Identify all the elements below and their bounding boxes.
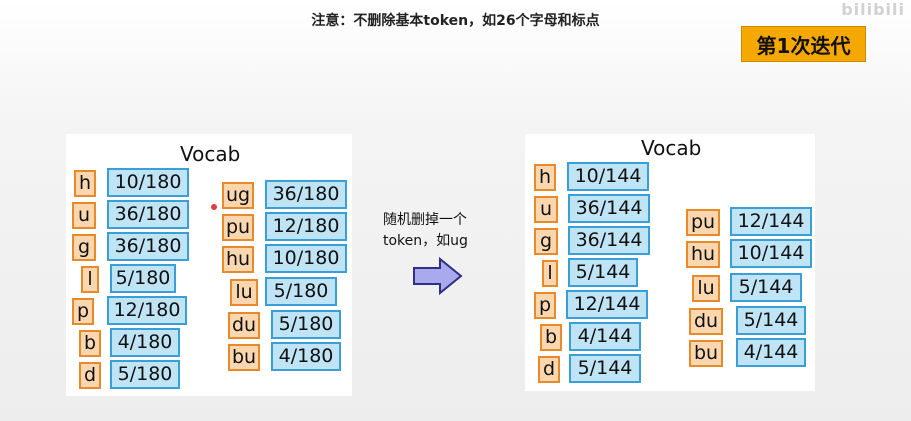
token-count: 12/180 bbox=[265, 212, 347, 241]
token-count: 4/144 bbox=[569, 322, 641, 351]
right-arrow-icon bbox=[413, 256, 463, 296]
token-u: u bbox=[72, 202, 96, 229]
iteration-badge: 第1次迭代 bbox=[741, 26, 866, 62]
token-l: l bbox=[542, 260, 558, 287]
token-lu: lu bbox=[230, 279, 258, 306]
token-count: 5/180 bbox=[110, 360, 180, 389]
note-text: 注意：不删除基本token，如26个字母和标点 bbox=[311, 13, 600, 29]
token-b: b bbox=[540, 324, 562, 351]
action-caption: 随机删掉一个 token，如ug bbox=[383, 210, 468, 252]
token-count: 4/144 bbox=[736, 338, 806, 367]
token-p: p bbox=[72, 298, 94, 325]
token-b: b bbox=[79, 330, 101, 357]
token-count: 36/180 bbox=[107, 200, 189, 229]
token-h: h bbox=[74, 170, 96, 197]
token-count: 5/144 bbox=[568, 258, 638, 287]
token-g: g bbox=[72, 234, 96, 261]
token-u: u bbox=[534, 196, 558, 223]
token-h: h bbox=[534, 164, 556, 191]
token-count: 12/180 bbox=[107, 296, 187, 325]
token-count: 36/180 bbox=[265, 180, 347, 209]
token-lu: lu bbox=[692, 275, 720, 302]
token-pu: pu bbox=[222, 214, 254, 241]
token-count: 12/144 bbox=[730, 207, 812, 236]
token-du: du bbox=[228, 312, 260, 339]
caption-line-1: 随机删掉一个 bbox=[383, 212, 467, 228]
token-hu: hu bbox=[686, 241, 720, 268]
vocab-title: Vocab bbox=[641, 136, 702, 160]
token-count: 10/180 bbox=[265, 244, 347, 273]
vocab-title: Vocab bbox=[180, 142, 241, 166]
token-hu: hu bbox=[222, 246, 254, 273]
caption-line-2: token，如ug bbox=[383, 233, 468, 249]
token-count: 10/144 bbox=[730, 239, 812, 268]
token-count: 5/144 bbox=[736, 306, 806, 335]
token-p: p bbox=[534, 292, 556, 319]
token-du: du bbox=[689, 308, 723, 335]
token-count: 36/144 bbox=[568, 226, 650, 255]
token-count: 5/144 bbox=[569, 354, 641, 383]
token-count: 10/144 bbox=[567, 162, 649, 191]
watermark-logo: bilibili bbox=[841, 0, 905, 19]
token-count: 5/180 bbox=[271, 310, 341, 339]
token-g: g bbox=[534, 228, 558, 255]
token-count: 5/144 bbox=[730, 273, 802, 302]
token-count: 4/180 bbox=[110, 328, 180, 357]
vocab-panel-after: Vocab h 10/144 u 36/144 g 36/144 l 5/144… bbox=[525, 134, 815, 391]
token-pu: pu bbox=[686, 209, 720, 236]
token-bu: bu bbox=[228, 344, 260, 371]
token-count: 36/144 bbox=[568, 194, 650, 223]
pointer-dot bbox=[211, 204, 217, 210]
token-count: 36/180 bbox=[107, 232, 189, 261]
token-count: 10/180 bbox=[107, 168, 189, 197]
token-bu: bu bbox=[689, 340, 723, 367]
token-count: 12/144 bbox=[566, 290, 648, 319]
vocab-panel-before: Vocab h 10/180 u 36/180 g 36/180 l 5/180… bbox=[66, 134, 352, 396]
token-count: 4/180 bbox=[271, 342, 341, 371]
token-ug: ug bbox=[222, 182, 254, 209]
token-count: 5/180 bbox=[265, 277, 337, 306]
token-d: d bbox=[79, 362, 101, 389]
token-l: l bbox=[81, 266, 99, 293]
token-d: d bbox=[538, 356, 560, 383]
token-count: 5/180 bbox=[110, 264, 176, 293]
